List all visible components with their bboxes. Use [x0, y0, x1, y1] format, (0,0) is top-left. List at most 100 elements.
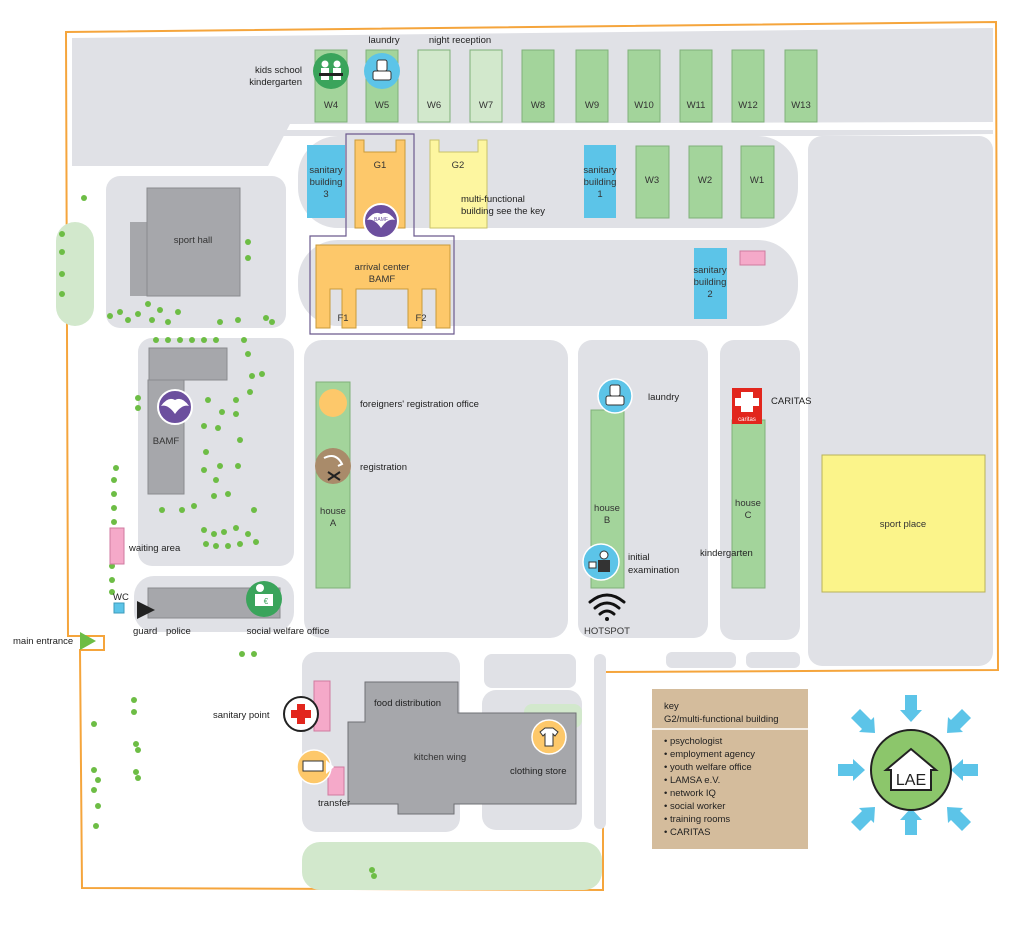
- w11-label: W11: [687, 100, 706, 111]
- trees: [59, 195, 377, 879]
- w4-label: W4: [324, 100, 338, 111]
- key-item: • employment agency: [664, 749, 755, 760]
- arrival-center-label-2: BAMF: [369, 274, 396, 285]
- arrival-center-block[interactable]: [315, 244, 451, 329]
- sanitary-point-icon[interactable]: [283, 696, 319, 732]
- caritas-logo-icon[interactable]: caritas: [732, 388, 762, 424]
- kitchen-wing-building[interactable]: [347, 681, 577, 815]
- bamf-badge-icon[interactable]: BAMF: [363, 203, 399, 239]
- sanitary-building-2[interactable]: [694, 248, 727, 319]
- laundry-b-icon[interactable]: [597, 378, 633, 414]
- food-distribution-label: food distribution: [374, 698, 441, 709]
- initial-examination-icon[interactable]: [582, 543, 620, 581]
- registration-icon[interactable]: [315, 448, 351, 484]
- social-welfare-icon[interactable]: €: [246, 581, 282, 617]
- w9-label: W9: [585, 100, 599, 111]
- house-c-line1: house: [735, 498, 761, 509]
- foreigners-office-icon[interactable]: [319, 389, 347, 417]
- key-subtitle: G2/multi-functional building: [664, 714, 779, 725]
- clothing-store-label: clothing store: [510, 766, 567, 777]
- waiting-area-label: waiting area: [128, 543, 181, 554]
- sport-place-label: sport place: [880, 519, 926, 530]
- sport-hall[interactable]: [146, 187, 241, 297]
- sanitary-1-line1: sanitary: [583, 165, 617, 176]
- w6-label: W6: [427, 100, 441, 111]
- social-welfare-label: social welfare office: [247, 626, 330, 637]
- kids-school-icon[interactable]: [313, 53, 349, 89]
- w3-label: W3: [645, 175, 659, 186]
- bamf-label: BAMF: [153, 436, 180, 447]
- w6-building[interactable]: [417, 49, 451, 123]
- waiting-area-building[interactable]: [109, 527, 125, 565]
- caritas-label: CARITAS: [771, 396, 811, 407]
- multi-functional-label-1: multi-functional: [461, 194, 525, 205]
- guard-marker-icon: [137, 601, 155, 619]
- bamf-badge-text: BAMF: [374, 217, 388, 223]
- foreigners-office-label: foreigners' registration office: [360, 399, 479, 410]
- w2-building[interactable]: [688, 145, 723, 219]
- bamf-left-badge-icon[interactable]: [157, 389, 193, 425]
- key-item: • training rooms: [664, 814, 730, 825]
- sanitary-3-line1: sanitary: [309, 165, 343, 176]
- kitchen-wing-label: kitchen wing: [414, 752, 466, 763]
- bamf-building-top[interactable]: [148, 347, 228, 381]
- police-label: police: [166, 626, 191, 637]
- kindergarten-top-label: kindergarten: [249, 77, 302, 88]
- w7-label: W7: [479, 100, 493, 111]
- w13-building[interactable]: [784, 49, 818, 123]
- w3-building[interactable]: [635, 145, 670, 219]
- transfer-label: transfer: [318, 798, 350, 809]
- hotspot-label: HOTSPOT: [584, 626, 630, 637]
- lae-logo: LAE: [838, 695, 978, 835]
- w7-building[interactable]: [469, 49, 503, 123]
- house-b-line2: B: [604, 515, 610, 526]
- sanitary-1-line2: building: [584, 177, 617, 188]
- key-item: • youth welfare office: [664, 762, 752, 773]
- arrival-complex-outline: [309, 133, 455, 335]
- w5-label: W5: [375, 100, 389, 111]
- key-title: key: [664, 701, 679, 712]
- laundry-b-label: laundry: [648, 392, 679, 403]
- laundry-top-label: laundry: [368, 35, 399, 46]
- w10-label: W10: [634, 100, 654, 111]
- lae-arrows: [838, 695, 978, 835]
- w10-building[interactable]: [627, 49, 661, 123]
- arrival-center-label-1: arrival center: [355, 262, 410, 273]
- w11-building[interactable]: [679, 49, 713, 123]
- sanitary-3-line2: building: [310, 177, 343, 188]
- key-item: • social worker: [664, 801, 725, 812]
- transfer-pink-building: [327, 766, 345, 796]
- night-reception-label: night reception: [429, 35, 491, 46]
- house-c-line2: C: [745, 510, 752, 521]
- w8-building[interactable]: [521, 49, 555, 123]
- sanitary-building-3[interactable]: [307, 145, 345, 218]
- svg-text:€: €: [264, 597, 269, 606]
- laundry-icon[interactable]: [364, 53, 400, 89]
- wc-building[interactable]: [113, 602, 125, 614]
- w1-building[interactable]: [740, 145, 775, 219]
- w-building-labels: W4 W5 W6 W7 W8 W9 W10 W11 W12 W13: [324, 100, 811, 111]
- w12-building[interactable]: [731, 49, 765, 123]
- w9-building[interactable]: [575, 49, 609, 123]
- transfer-icon[interactable]: [296, 749, 334, 785]
- w1-label: W1: [750, 175, 764, 186]
- sport-place[interactable]: [821, 454, 986, 593]
- sanitary-building-1[interactable]: [584, 145, 616, 218]
- main-entrance-arrow-icon[interactable]: [80, 632, 96, 650]
- pink-small-building: [739, 250, 766, 266]
- key-box: [652, 689, 808, 849]
- wc-label: WC: [113, 592, 129, 603]
- sanitary-2-line2: building: [694, 277, 727, 288]
- key-list: • psychologist • employment agency • you…: [664, 736, 755, 838]
- wifi-icon[interactable]: [588, 593, 626, 621]
- w13-label: W13: [791, 100, 811, 111]
- g1-label: G1: [374, 160, 387, 171]
- clothing-store-icon[interactable]: [531, 719, 567, 755]
- kindergarten-label: kindergarten: [700, 548, 753, 559]
- g2-building[interactable]: [429, 139, 488, 229]
- main-entrance-label: main entrance: [13, 636, 73, 647]
- f1-label: F1: [337, 313, 348, 324]
- w2-label: W2: [698, 175, 712, 186]
- house-a-line1: house: [320, 506, 346, 517]
